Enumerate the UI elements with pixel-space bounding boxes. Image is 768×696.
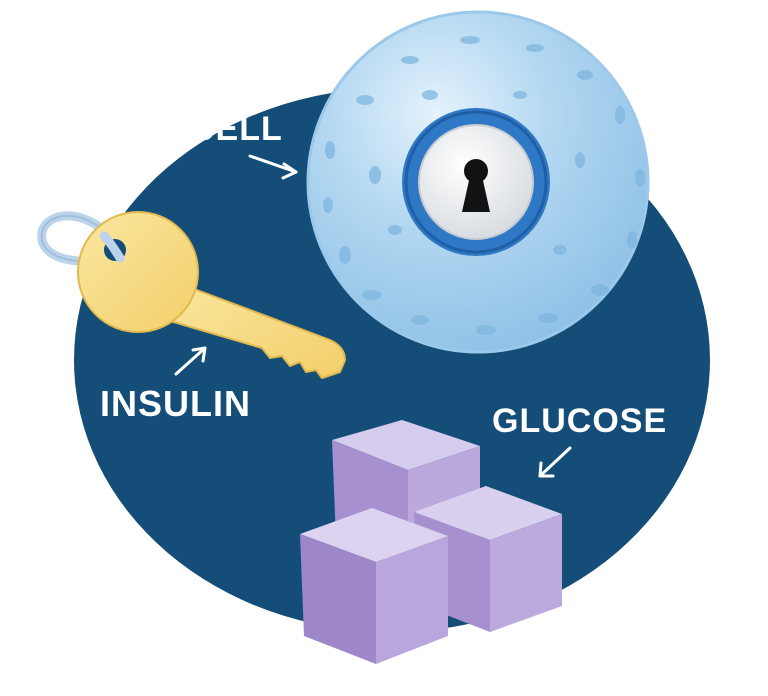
insulin-label: INSULIN: [100, 383, 251, 424]
glucose-arrow: [538, 446, 572, 478]
cell-label: CELL: [190, 110, 283, 148]
key-icon: [37, 211, 346, 379]
insulin-arrow: [174, 346, 207, 376]
keyhole-icon: [462, 159, 490, 212]
arrow-icon: [174, 154, 572, 478]
sugar-cubes-icon: [300, 420, 562, 664]
glucose-label: GLUCOSE: [492, 402, 667, 440]
cell-arrow: [248, 154, 298, 174]
sugar-cube-front: [300, 508, 448, 664]
cell-spots: [323, 36, 645, 335]
cell-with-keyhole-icon: [306, 10, 650, 354]
